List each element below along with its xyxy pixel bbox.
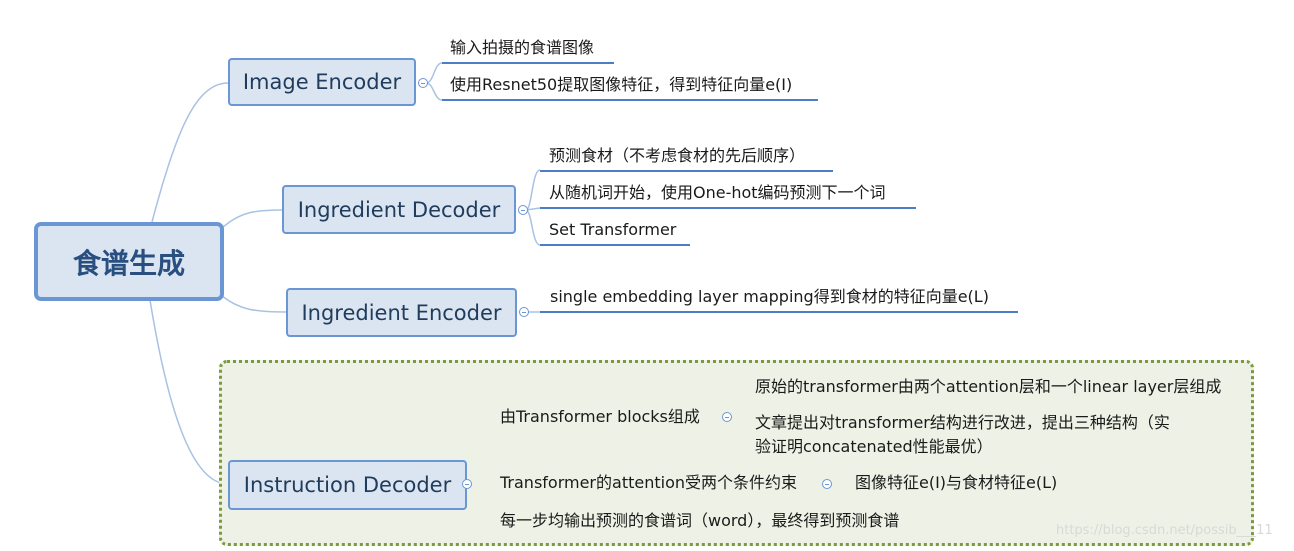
topic-transformer-blocks[interactable]: 由Transformer blocks组成 [500,407,700,426]
topic-resnet-feature[interactable]: 使用Resnet50提取图像特征，得到特征向量e(I) [450,75,793,94]
topic-improved-structure-line2[interactable]: 验证明concatenated性能最优） [755,437,993,456]
collapse-toggle-icon[interactable] [822,479,832,489]
node-instruction-decoder[interactable]: Instruction Decoder [228,460,467,510]
collapse-toggle-icon[interactable] [519,307,529,317]
collapse-toggle-icon[interactable] [518,205,528,215]
topic-onehot-predict[interactable]: 从随机词开始，使用One-hot编码预测下一个词 [549,183,886,202]
link-root-ingredient-decoder [221,209,283,229]
topic-image-ingredient-features[interactable]: 图像特征e(I)与食材特征e(L) [855,473,1058,492]
node-label: Image Encoder [242,70,402,94]
topic-output-recipe[interactable]: 每一步均输出预测的食谱词（word），最终得到预测食谱 [500,511,900,530]
topic-original-transformer[interactable]: 原始的transformer由两个attention层和一个linear lay… [755,377,1222,396]
link-root-ingredient-encoder [221,295,287,313]
node-ingredient-decoder[interactable]: Ingredient Decoder [282,185,516,234]
node-ingredient-encoder[interactable]: Ingredient Encoder [286,288,517,337]
topic-set-transformer[interactable]: Set Transformer [549,220,677,239]
node-label: Ingredient Encoder [301,300,502,325]
link-ingredient-decoder-children [525,169,541,246]
topic-embedding-mapping[interactable]: single embedding layer mapping得到食材的特征向量e… [550,287,989,306]
instruction-decoder-group [219,360,1254,546]
link-root-image-encoder [151,82,229,223]
root-label: 食谱生成 [72,246,185,280]
watermark: https://blog.csdn.net/possib___11 [1056,523,1273,538]
root-node[interactable]: 食谱生成 [34,222,224,301]
node-label: Ingredient Decoder [297,197,501,222]
link-root-instruction-decoder [149,299,229,485]
node-label: Instruction Decoder [243,473,452,497]
collapse-toggle-icon[interactable] [722,412,732,422]
node-image-encoder[interactable]: Image Encoder [228,58,416,106]
topic-attention-constraints[interactable]: Transformer的attention受两个条件约束 [500,473,797,492]
topic-image-input[interactable]: 输入拍摄的食谱图像 [450,38,595,57]
collapse-toggle-icon[interactable] [418,78,428,88]
topic-predict-ingredients[interactable]: 预测食材（不考虑食材的先后顺序） [549,146,806,165]
collapse-toggle-icon[interactable] [462,479,472,489]
topic-improved-structure-line1[interactable]: 文章提出对transformer结构进行改进，提出三种结构（实 [755,413,1170,432]
link-image-encoder-children [425,62,443,101]
